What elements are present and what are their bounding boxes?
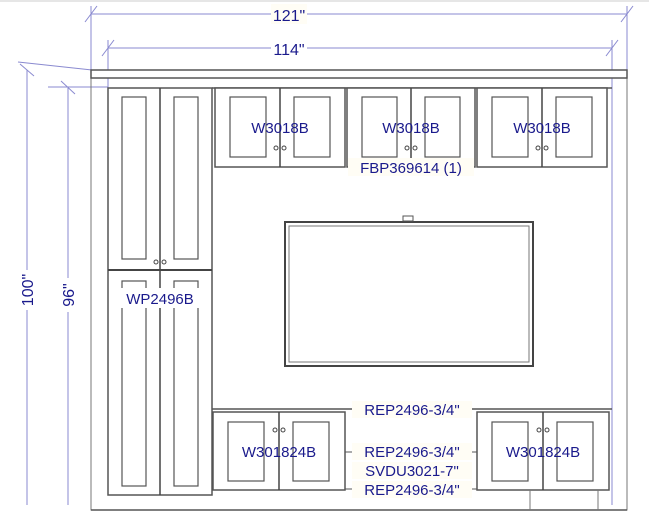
upper-cabinet-label: W3018B: [382, 120, 440, 137]
upper-cabinet-1[interactable]: W3018B: [214, 87, 346, 168]
cabinet-height-label: 96": [61, 283, 78, 306]
tall-cabinet-label: WP2496B: [126, 291, 194, 308]
filler-label: FBP369614 (1): [360, 160, 462, 177]
cabinet-width-label: 114": [273, 42, 304, 59]
cabinet-width-dimension: 114": [101, 38, 619, 505]
tall-cabinet[interactable]: WP2496B: [107, 87, 213, 496]
top-panel-label: REP2496-3/4": [364, 402, 459, 419]
upper-cabinet-2[interactable]: W3018B: [346, 87, 476, 168]
tv: [284, 215, 534, 367]
upper-cabinet-label: W3018B: [251, 120, 309, 137]
mid-panel-label: REP2496-3/4": [364, 444, 459, 461]
base-cabinet-2[interactable]: W301824B: [476, 411, 610, 491]
overall-width-label: 121": [273, 8, 305, 25]
crown-molding: [90, 69, 628, 79]
center-labels: REP2496-3/4" REP2496-3/4" SVDU3021-7" RE…: [352, 401, 472, 499]
cabinet-height-dimension: 96": [48, 80, 108, 505]
base-cabinet-label: W301824B: [242, 444, 316, 461]
base-cabinet-label: W301824B: [506, 444, 580, 461]
shelf-label: SVDU3021-7": [365, 463, 459, 480]
base-cabinet-1[interactable]: W301824B: [212, 411, 346, 491]
bottom-panel-label: REP2496-3/4": [364, 482, 459, 499]
upper-cabinet-3[interactable]: W3018B: [476, 87, 608, 168]
overall-height-dimension: 100": [17, 61, 93, 505]
upper-cabinet-label: W3018B: [513, 120, 571, 137]
overall-height-label: 100": [20, 274, 37, 306]
overall-width-dimension: 121": [84, 4, 634, 70]
